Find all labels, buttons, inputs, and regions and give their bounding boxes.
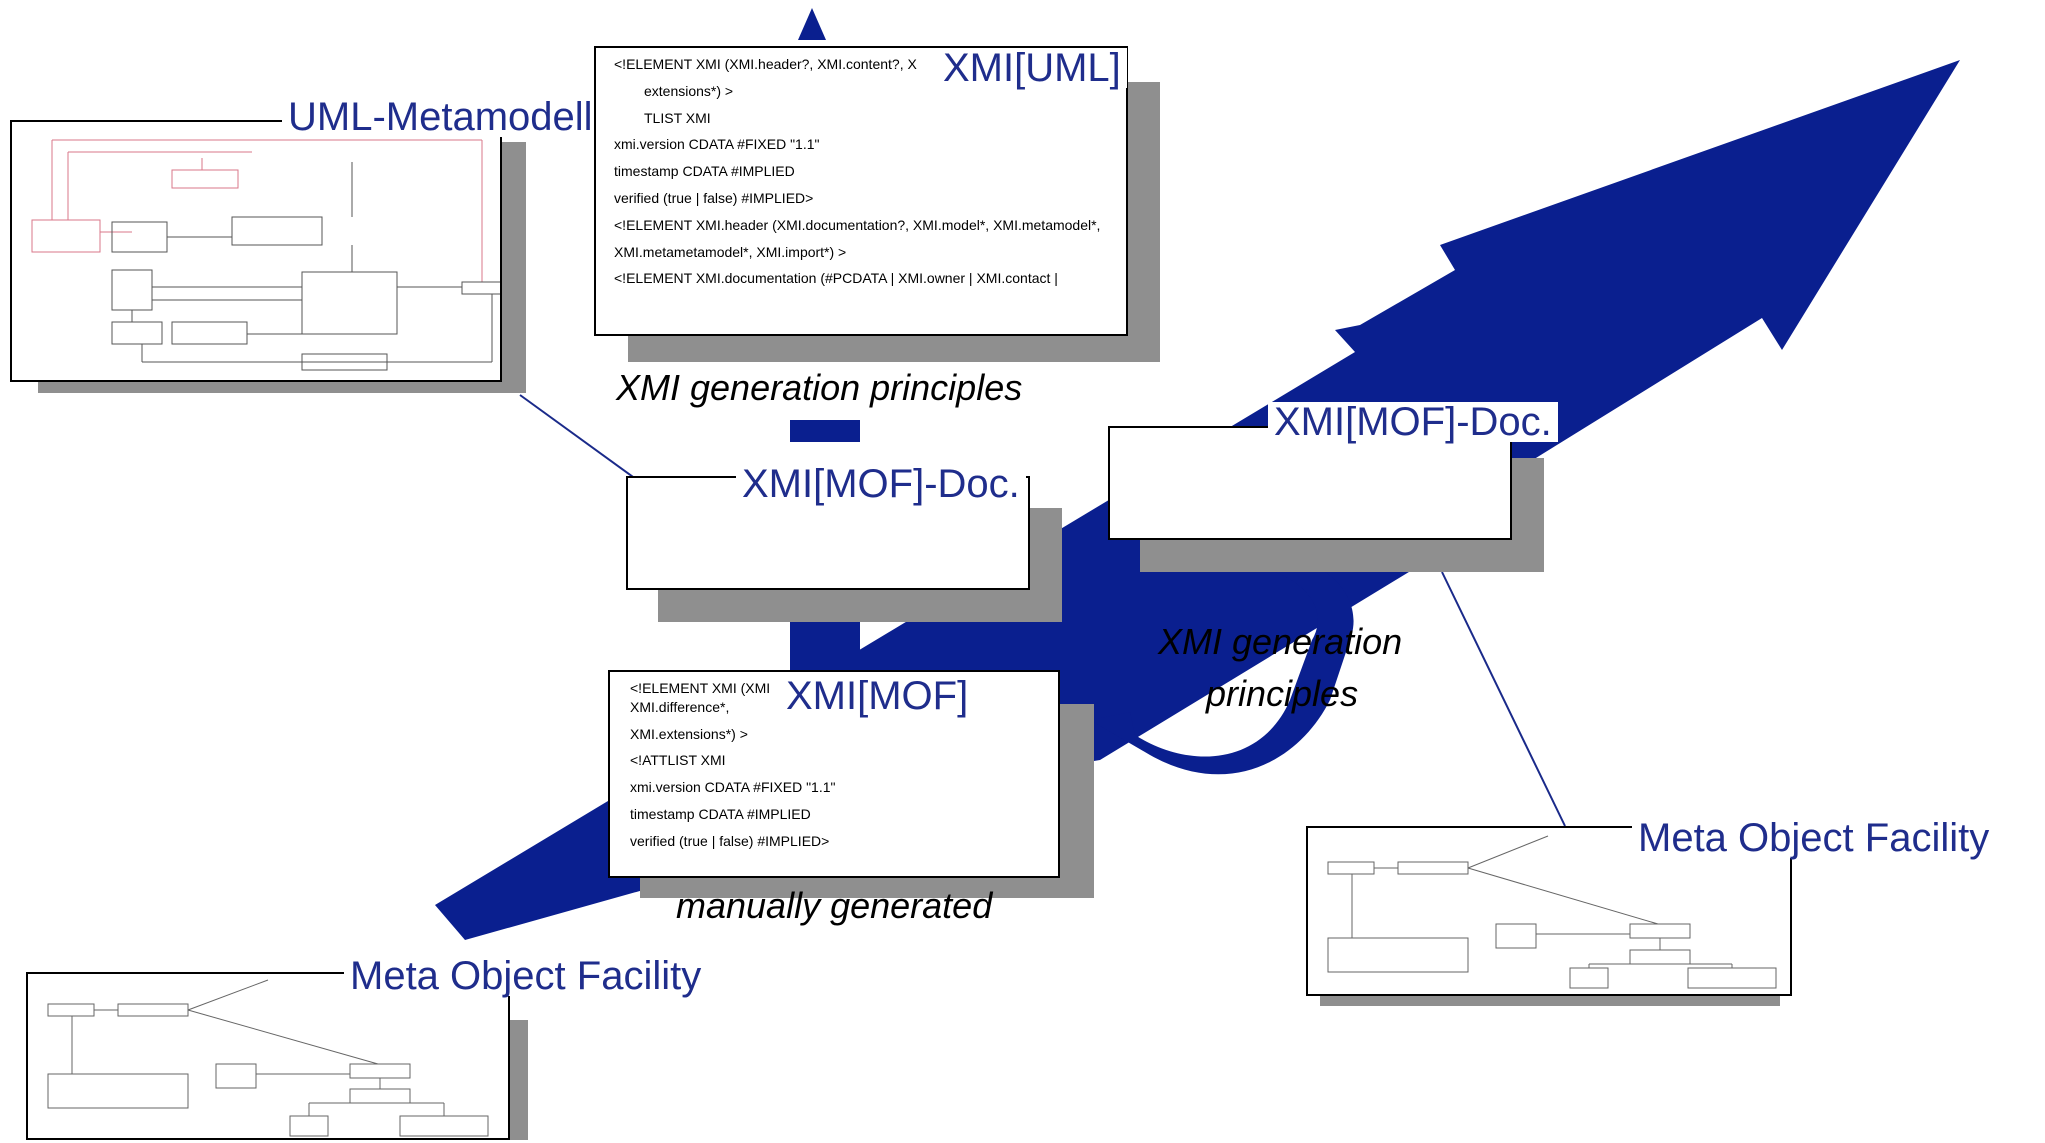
xmi-uml-line: TLIST XMI [644,109,711,126]
center-vertical-connector-top [790,420,860,442]
xmi-uml-line: timestamp CDATA #IMPLIED [614,163,795,180]
xmi-mof-doc-right-box [1108,426,1512,540]
xmi-mof-line: <!ATTLIST XMI [630,752,726,769]
mof-class-diagram-thumbnail [1327,835,1777,989]
xmi-mof-line: timestamp CDATA #IMPLIED [630,805,811,822]
xmi-uml-doc-text: <!ELEMENT XMI (XMI.header?, XMI.content?… [614,56,1124,297]
xmi-uml-label: XMI[UML] [937,48,1127,88]
mof-left-label: Meta Object Facility [344,956,708,996]
mof-left-diagram [26,972,510,1140]
xmi-uml-line: <!ELEMENT XMI.documentation (#PCDATA | X… [614,270,1058,287]
uml-class-diagram-thumbnail [31,139,509,371]
uml-metamodel-diagram [10,120,509,382]
mof-right-label: Meta Object Facility [1632,818,1996,858]
xmi-mof-line: XMI.extensions*) > [630,725,748,742]
center-vertical-connector-bottom [790,620,860,670]
xmi-generation-principles-right-1: XMI generation [1158,621,1403,662]
up-arrow-top [798,8,826,40]
xmi-mof-label: XMI[MOF] [780,676,975,716]
mof-class-diagram-thumbnail [47,979,489,1137]
uml-metamodell-label: UML-Metamodell [282,97,599,137]
xmi-mof-line: xmi.version CDATA #FIXED "1.1" [630,779,836,796]
xmi-uml-line: XMI.metametamodel*, XMI.import*) > [614,243,847,260]
xmi-mof-line: XMI.difference*, [630,698,730,715]
manually-generated-label: manually generated [676,885,993,926]
xmi-generation-principles-right-2: principles [1206,673,1359,714]
xmi-mof-doc-center-label: XMI[MOF]-Doc. [736,464,1026,504]
xmi-mof-line: <!ELEMENT XMI (XMI [630,680,771,696]
connector-line-mof [1441,571,1566,827]
xmi-uml-document: <!ELEMENT XMI (XMI.header?, XMI.content?… [594,46,1128,336]
xmi-mof-line: verified (true | false) #IMPLIED> [630,832,830,849]
xmi-uml-line: <!ELEMENT XMI (XMI.header?, XMI.content?… [614,56,917,72]
curved-arrow [1090,560,1354,775]
xmi-mof-doc-right-label: XMI[MOF]-Doc. [1268,402,1558,442]
connector-line-uml [519,394,641,483]
xmi-uml-line: verified (true | false) #IMPLIED> [614,189,814,206]
xmi-uml-line: <!ELEMENT XMI.header (XMI.documentation?… [614,216,1101,233]
xmi-uml-line: xmi.version CDATA #FIXED "1.1" [614,136,820,153]
xmi-uml-line: extensions*) > [644,82,734,99]
xmi-generation-principles-top: XMI generation principles [616,367,1023,408]
xmi-mof-doc-text: <!ELEMENT XMI (XMI XMI.difference*, XMI.… [630,680,1050,860]
